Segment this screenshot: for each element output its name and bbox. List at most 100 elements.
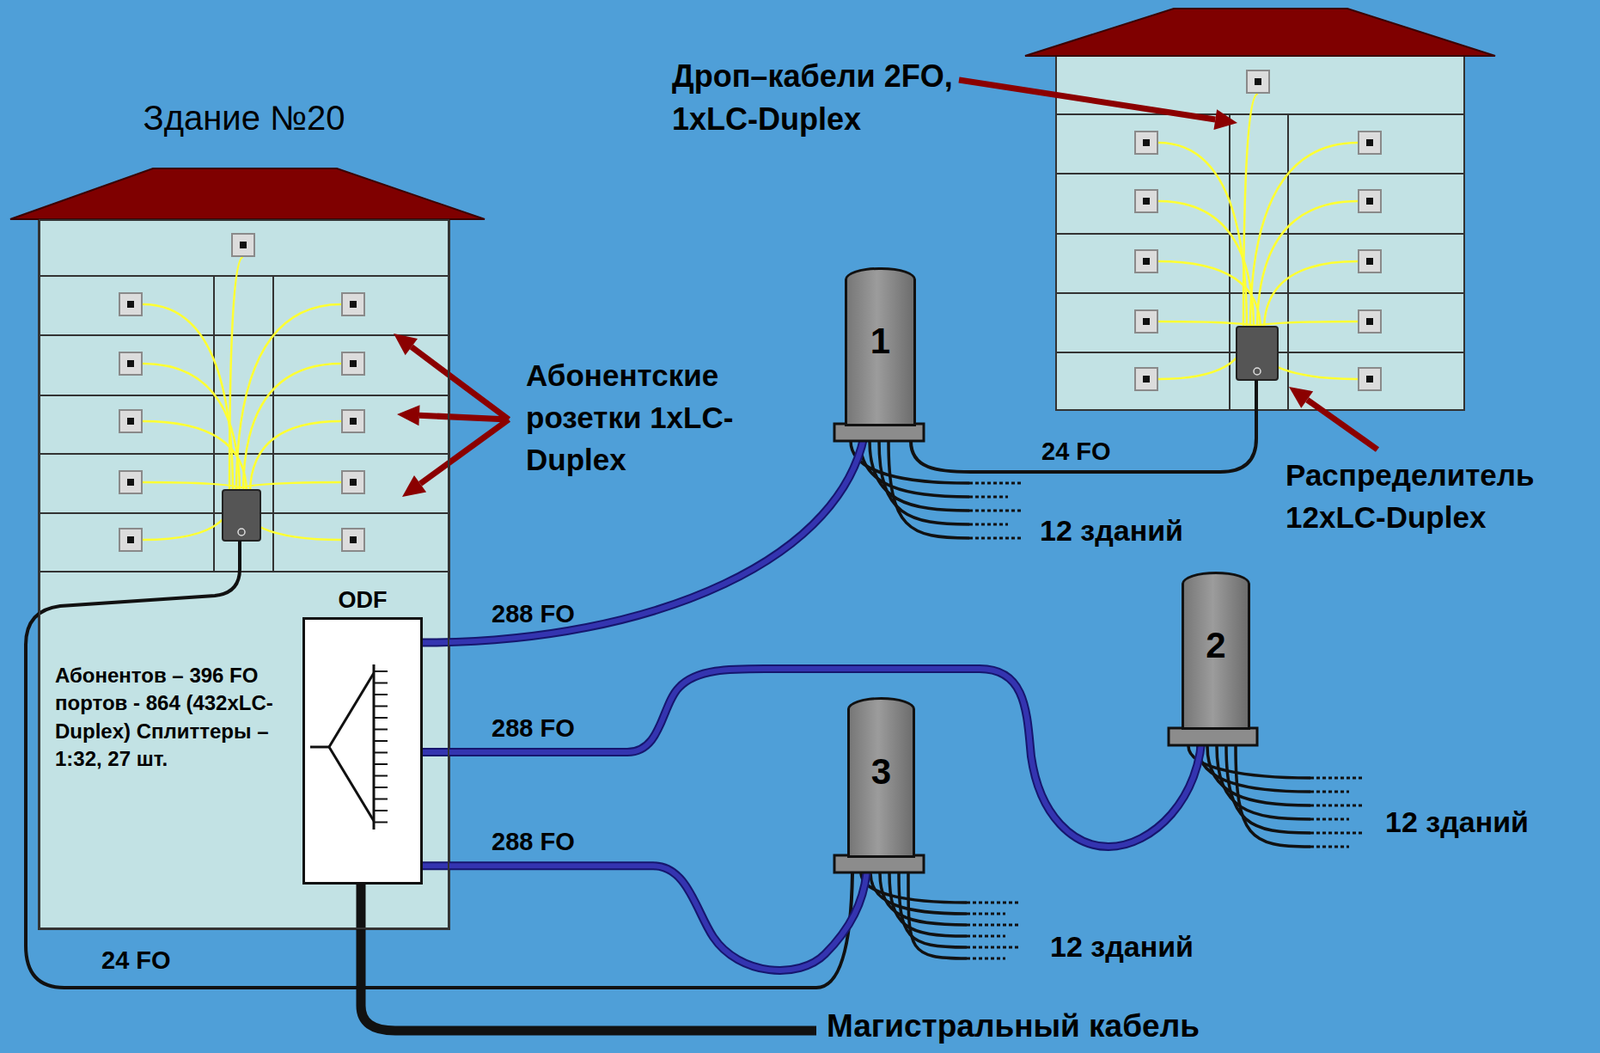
callout-text: Распределитель 12xLC-Duplex xyxy=(1285,453,1587,538)
cable-core xyxy=(422,668,1203,847)
fiber-cable-24 xyxy=(25,540,853,988)
cable-outline xyxy=(422,668,1203,847)
splitter-output xyxy=(373,775,388,777)
subscriber-socket xyxy=(1135,367,1158,391)
splitter-output xyxy=(373,821,388,824)
distributor xyxy=(222,489,261,541)
leader-arrow xyxy=(419,415,509,420)
drop-cable xyxy=(1250,142,1358,330)
socket-port xyxy=(127,478,135,486)
arrow-head xyxy=(396,404,421,426)
subscriber-socket xyxy=(119,352,142,375)
closure-flange xyxy=(834,854,924,873)
cable-continuation xyxy=(969,537,1021,540)
building-cable xyxy=(860,440,970,497)
leader-arrow xyxy=(420,419,509,484)
socket-port xyxy=(349,300,357,308)
building-title: Здание №20 xyxy=(40,98,448,138)
floor-line xyxy=(38,274,450,277)
closure-number: 2 xyxy=(1184,574,1248,666)
cable-continuation xyxy=(966,912,1006,916)
socket-port xyxy=(1366,139,1374,147)
arrow-head xyxy=(1213,109,1238,130)
cable-outline xyxy=(422,424,867,643)
splitter-output xyxy=(373,786,388,788)
splitter-output xyxy=(373,751,388,754)
trunk-cable xyxy=(360,882,817,1031)
fiber-cable-288 xyxy=(422,855,868,971)
floor-line xyxy=(1056,113,1465,116)
socket-port xyxy=(1366,257,1374,265)
building-count: 12 зданий xyxy=(1050,926,1194,968)
building-cable xyxy=(1207,745,1311,806)
splice-closure: 3 xyxy=(847,696,916,858)
socket-port xyxy=(1366,375,1374,383)
socket-port xyxy=(1142,317,1150,325)
socket-port xyxy=(1254,78,1262,86)
subscriber-socket xyxy=(341,409,365,433)
socket-port xyxy=(1142,257,1150,265)
drop-cable xyxy=(243,363,342,494)
subscriber-socket xyxy=(1135,189,1158,213)
building-cable xyxy=(861,872,967,903)
shaft-wall xyxy=(272,275,275,572)
socket-port xyxy=(1366,197,1374,205)
subscriber-socket xyxy=(119,409,142,433)
odf-heading: ODF xyxy=(305,586,421,614)
fiber-cable-288 xyxy=(422,424,867,643)
cable-label: 288 FO xyxy=(491,710,575,746)
building-cable xyxy=(908,872,967,959)
leader-arrow xyxy=(411,347,509,420)
fiber-cable-24 xyxy=(910,379,1257,472)
roof xyxy=(10,168,485,220)
splitter-symbol xyxy=(305,619,421,882)
socket-port xyxy=(349,417,357,425)
cable-label: 288 FO xyxy=(491,824,575,860)
distributor-port xyxy=(1253,367,1261,375)
subscriber-socket xyxy=(1358,367,1381,391)
socket-port xyxy=(349,536,357,544)
cable-core xyxy=(422,855,868,971)
splitter-output xyxy=(373,809,388,812)
socket-port xyxy=(127,417,135,425)
cable-continuation xyxy=(966,934,1006,938)
subscriber-socket xyxy=(1358,189,1381,213)
building-count: 12 зданий xyxy=(1039,510,1184,552)
cable-label: 288 FO xyxy=(491,596,575,632)
arrow-head xyxy=(1288,386,1313,409)
splitter-output xyxy=(373,728,388,731)
splitter-output xyxy=(373,670,388,672)
building-cable xyxy=(888,440,970,538)
leader-arrow xyxy=(958,79,1216,120)
subscriber-socket xyxy=(341,352,365,375)
floor-line xyxy=(38,452,450,455)
floor-line xyxy=(38,570,450,573)
building-cable xyxy=(869,440,970,511)
cable-continuation xyxy=(1310,831,1362,835)
subscriber-socket xyxy=(341,470,365,494)
subscriber-socket xyxy=(1358,250,1381,273)
drop-cable xyxy=(236,304,342,494)
drop-cable xyxy=(1257,201,1358,330)
socket-port xyxy=(1142,197,1150,205)
cable-core xyxy=(422,424,867,643)
cable-label: 24 FO xyxy=(1041,433,1112,470)
cable-continuation xyxy=(966,957,1006,960)
closure-number: 3 xyxy=(849,699,913,793)
fiber-cable-288 xyxy=(422,668,1203,847)
floor-line xyxy=(38,334,450,336)
drop-cable xyxy=(1158,142,1247,330)
cable-continuation xyxy=(966,923,1019,927)
cable-outline xyxy=(422,855,868,971)
socket-port xyxy=(127,300,135,308)
subscriber-socket xyxy=(1135,131,1158,154)
cable-continuation xyxy=(1310,818,1350,821)
distributor xyxy=(1236,326,1278,380)
building: Здание №20ODF xyxy=(38,219,450,929)
subscriber-socket xyxy=(119,470,142,494)
closure-flange xyxy=(1168,727,1258,746)
socket-port xyxy=(349,478,357,486)
cable-continuation xyxy=(969,495,1008,499)
cable-continuation xyxy=(969,509,1021,513)
subscriber-socket xyxy=(1358,131,1381,154)
